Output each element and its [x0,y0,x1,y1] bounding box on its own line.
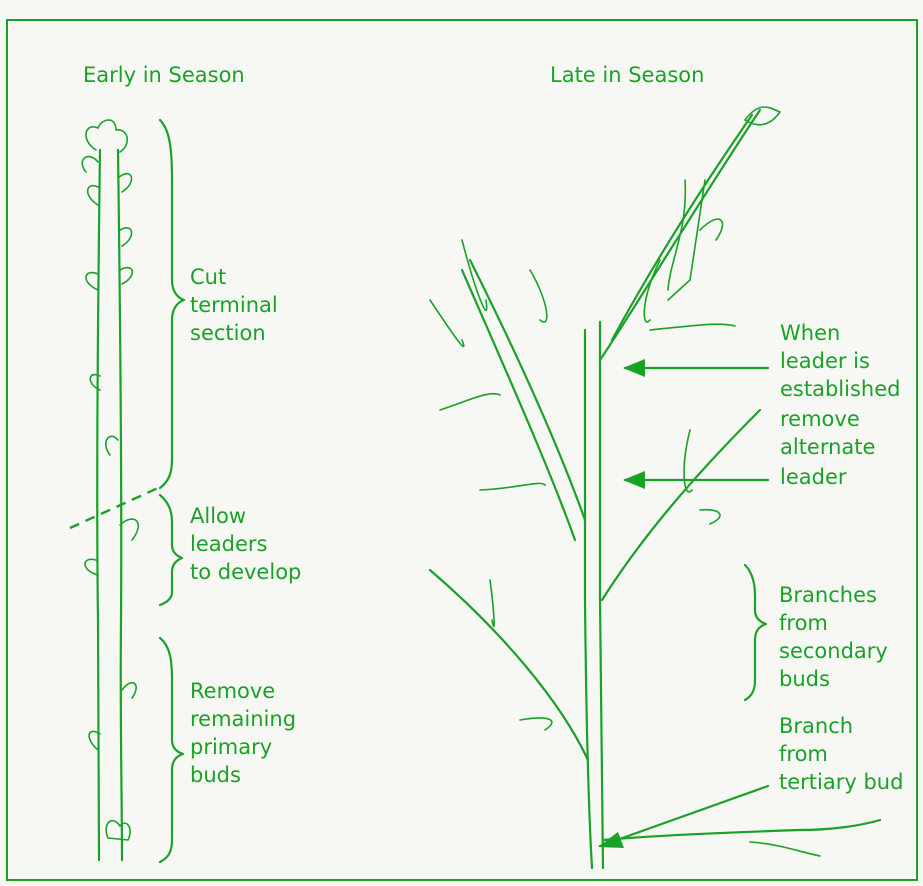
bud [120,268,132,284]
remove-label-line: remaining [190,707,296,731]
arrow-tertiary [600,786,768,846]
brace-cut-section [160,120,184,488]
brace-allow-leaders [160,495,182,605]
bud [120,519,138,540]
cut-label: Cut terminal section [190,265,278,345]
remove-label-line: buds [190,763,241,787]
secondary-branch [602,410,760,600]
remove-label: Remove remaining primary buds [190,679,296,787]
early-shoot-drawing [70,120,158,860]
basal-bud [106,821,130,840]
leader-label: When leader is established remove altern… [780,321,900,489]
trunk-left-edge [585,330,592,868]
secondary-label-line: from [779,611,828,635]
secondary-label-line: secondary [779,639,888,663]
secondary-label-line: buds [779,667,830,691]
remove-label-line: Remove [190,679,275,703]
alternate-leader [470,260,585,520]
early-season-title: Early in Season [83,63,245,87]
tertiary-label-line: Branch [779,714,853,738]
bud [82,157,98,172]
arrowhead [623,359,645,377]
leaf [650,324,735,330]
trunk-right-edge [600,322,603,868]
late-season-title: Late in Season [550,63,704,87]
leaf [480,483,545,490]
leader-label-line: established [780,377,900,401]
allow-label: Allow leaders to develop [190,504,301,584]
bud [85,559,98,575]
leaf [490,580,494,626]
cut-label-line: section [190,321,266,345]
tertiary-label: Branch from tertiary bud [779,714,903,794]
brace-remove-buds [160,638,183,862]
cut-label-line: terminal [190,293,278,317]
leaf [700,510,720,524]
shoot-tip-buds [86,120,127,152]
remove-label-line: primary [190,735,272,759]
leader-label-line: alternate [780,435,875,459]
leader-label-line: leader is [780,349,870,373]
secondary-label: Branches from secondary buds [779,583,888,691]
leader-label-line: When [780,321,840,345]
cut-line [70,488,158,528]
lower-left-branch [430,570,588,760]
cut-label-line: Cut [190,265,226,289]
shoot-stem-left [97,150,100,860]
bud [86,273,98,290]
leaf [530,270,547,322]
bud [88,186,100,205]
alternate-leader-edge [462,270,575,540]
allow-label-line: leaders [190,532,267,556]
allow-label-line: Allow [190,504,246,528]
arrowhead [623,471,645,489]
leaf [520,718,552,730]
leaf [700,219,723,240]
bud [118,174,132,192]
tertiary-label-line: from [779,742,828,766]
tertiary-label-line: tertiary bud [779,770,903,794]
leaf [430,300,464,346]
tertiary-branch-leaf [750,842,820,856]
leaf [668,180,685,290]
bud [120,228,132,246]
bud [122,683,136,698]
allow-label-line: to develop [190,560,301,584]
leaf [440,394,500,410]
leaf [668,180,705,300]
leader-label-line: leader [780,465,847,489]
brace-secondary [745,565,766,700]
bud [106,436,118,455]
leader-label-line: remove [780,407,860,431]
secondary-label-line: Branches [779,583,877,607]
